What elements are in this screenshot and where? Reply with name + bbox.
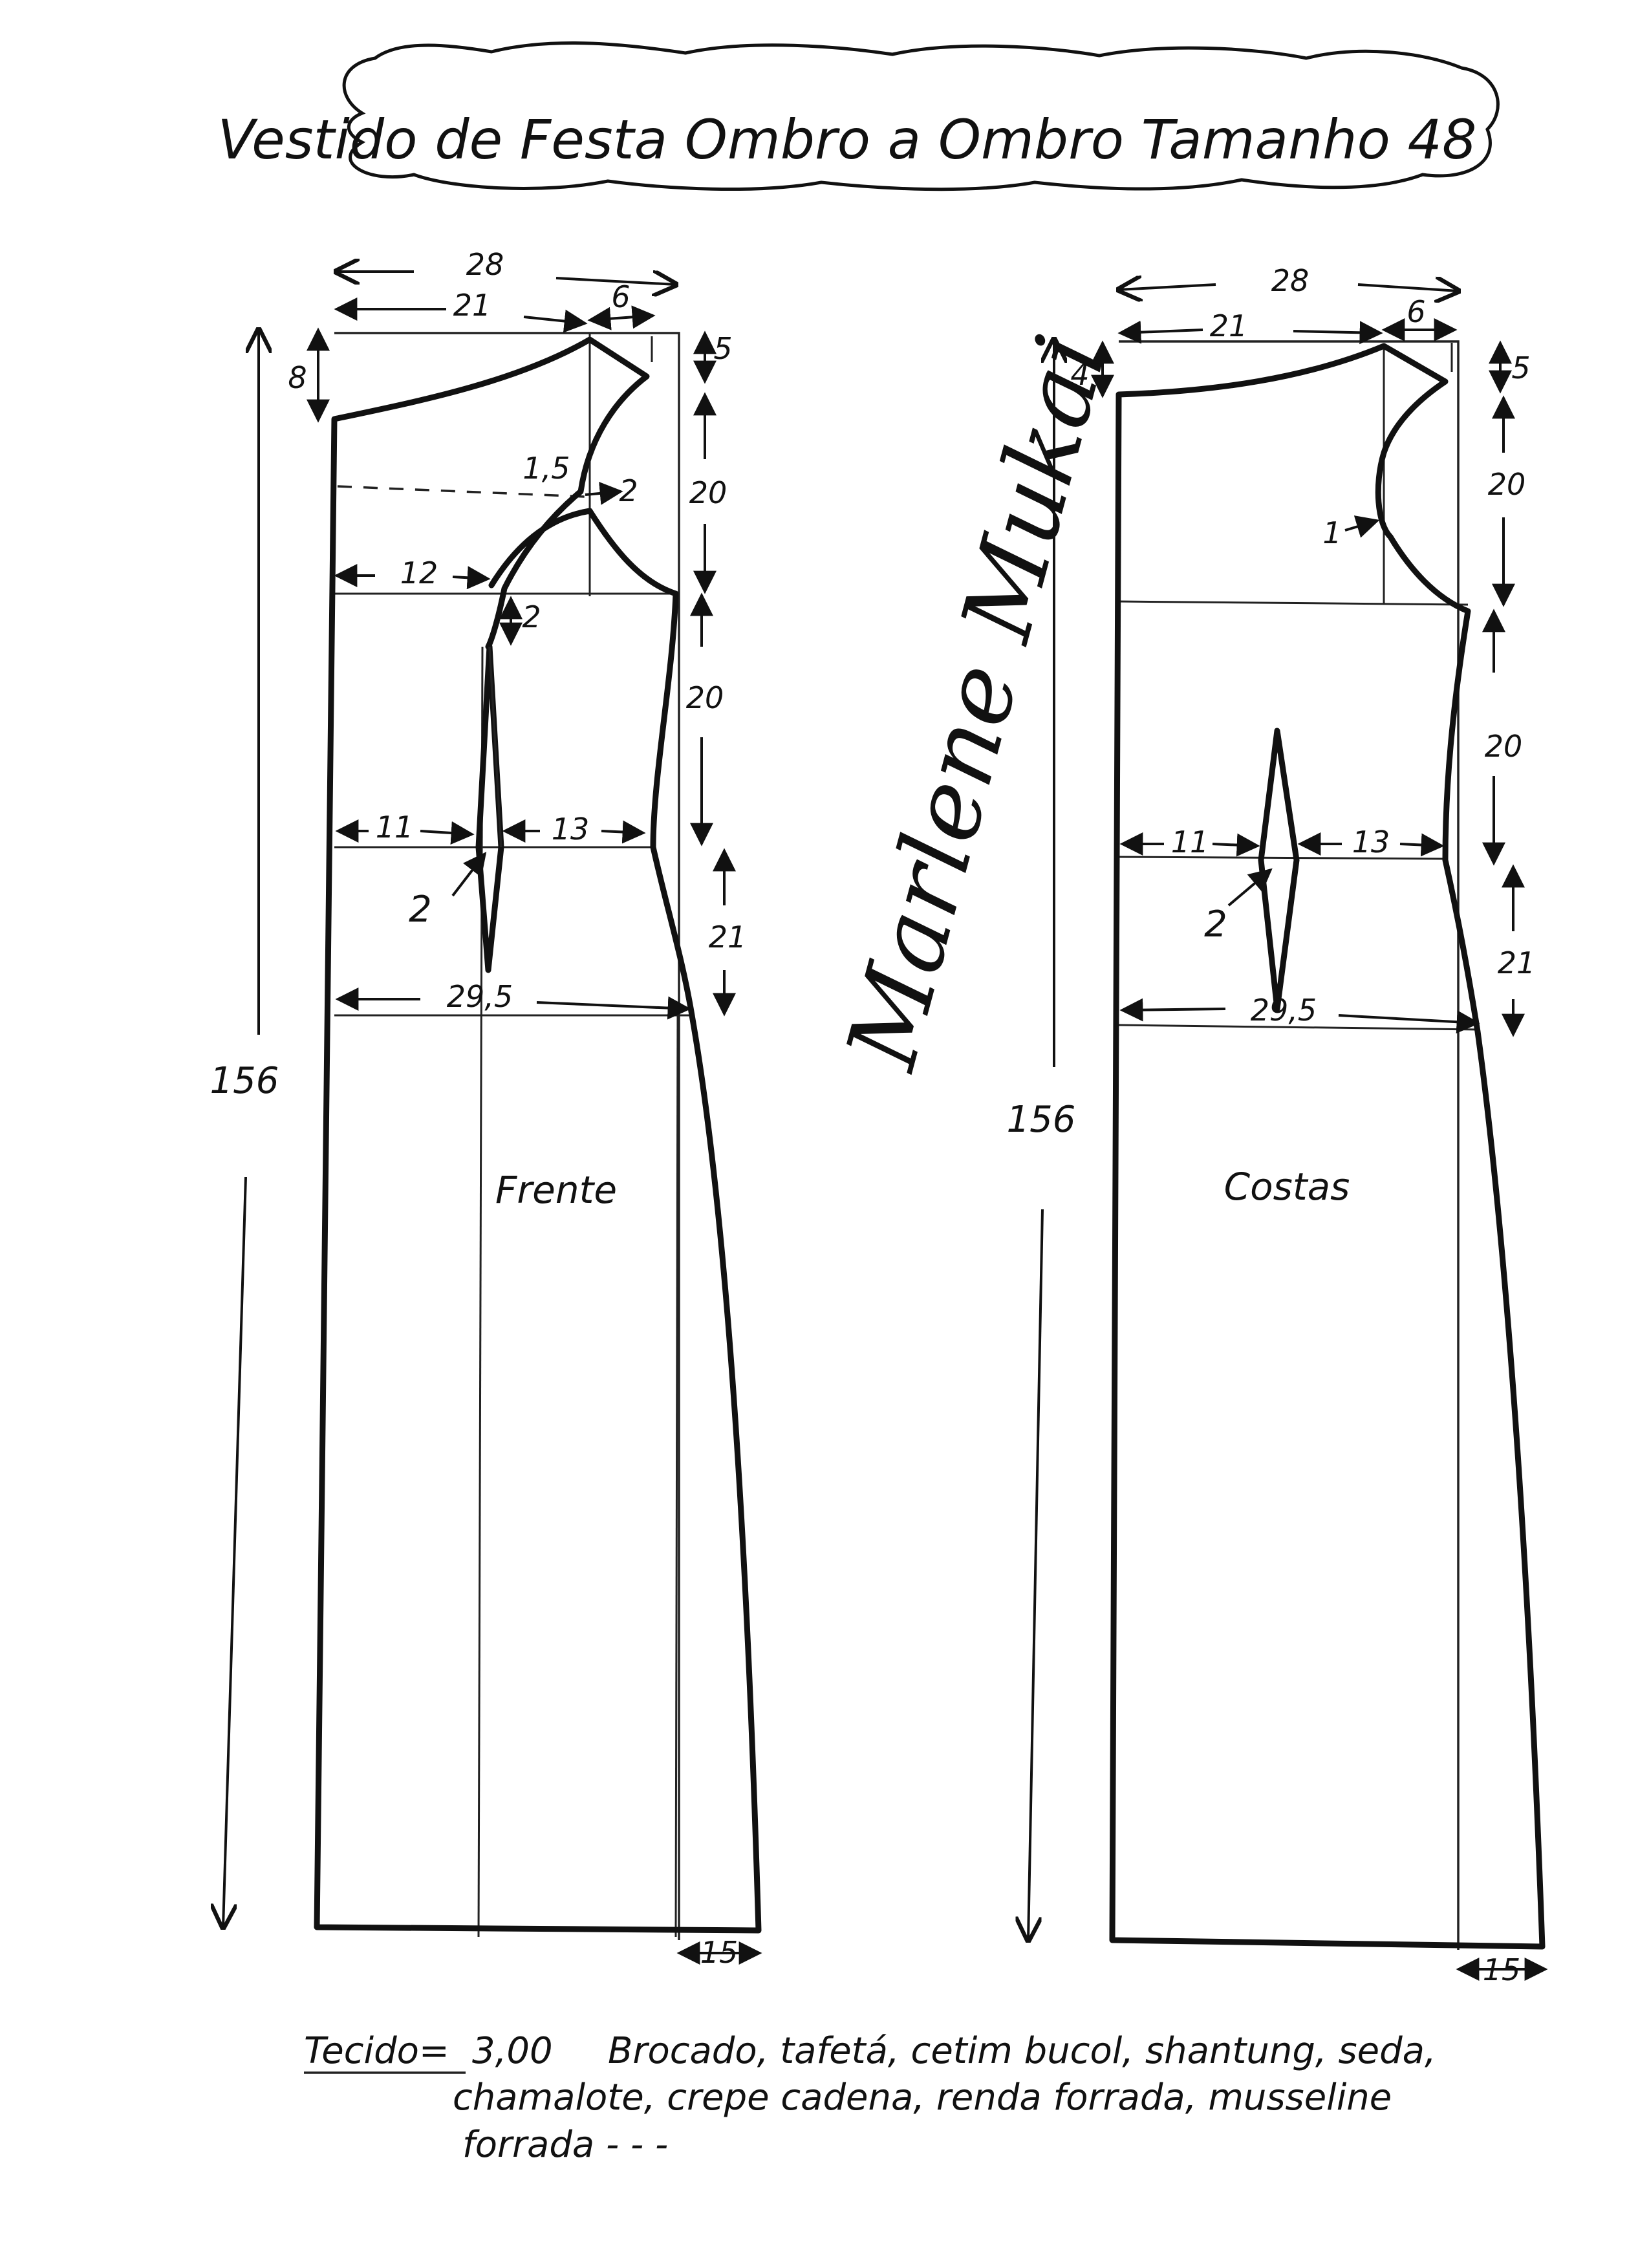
front-armhole-point-1: 1,5 xyxy=(523,451,570,486)
back-hip-length: 21 xyxy=(1498,945,1536,980)
back-piece-label: Costas xyxy=(1224,1165,1350,1209)
back-waist-line xyxy=(1118,856,1446,860)
back-armhole-depth: 20 xyxy=(1488,467,1526,502)
fabric-types-line-3: forrada - - - xyxy=(462,2124,668,2166)
svg-text:Marlene Mukai: Marlene Mukai xyxy=(825,324,1129,1081)
front-neck-drop: 8 xyxy=(288,360,307,395)
back-neck-drop: 4 xyxy=(1070,357,1089,392)
front-construction-frame xyxy=(334,332,680,1940)
back-construction-frame xyxy=(1119,340,1460,1950)
front-dart-width: 2 xyxy=(409,889,432,931)
fabric-types-line-2: chamalote, crepe cadena, renda forrada, … xyxy=(453,2077,1392,2119)
back-waist-right: 13 xyxy=(1352,825,1390,859)
page-title: Vestido de Festa Ombro a Ombro Tamanho 4… xyxy=(218,108,1477,171)
author-signature: Marlene Mukai xyxy=(825,324,1129,1081)
front-total-length: 156 xyxy=(210,1060,279,1102)
back-dart-width: 2 xyxy=(1204,903,1227,945)
front-dart-drop: 2 xyxy=(522,599,541,634)
back-waist-left: 11 xyxy=(1171,825,1209,859)
back-width-top: 28 xyxy=(1271,263,1310,298)
title-banner: Vestido de Festa Ombro a Ombro Tamanho 4… xyxy=(218,41,1500,191)
back-neck-width: 21 xyxy=(1210,308,1248,343)
back-pattern-piece: 28 21 6 4 5 20 1 20 11 13 2 21 29,5 xyxy=(1007,263,1548,1987)
front-waist-left: 11 xyxy=(376,810,414,845)
front-shoulder-drop: 5 xyxy=(713,331,732,366)
front-width-top: 28 xyxy=(466,247,504,282)
front-neck-width: 21 xyxy=(453,288,491,323)
back-hip-line xyxy=(1118,1024,1478,1031)
back-bust-line xyxy=(1118,600,1469,606)
back-hip-width: 29,5 xyxy=(1251,993,1317,1028)
front-dashed-line xyxy=(337,485,586,498)
back-armhole-point: 1 xyxy=(1322,515,1341,550)
front-hem-flare: 15 xyxy=(700,1935,738,1970)
front-bust-dart-position: 12 xyxy=(400,556,438,590)
front-hip-width: 29,5 xyxy=(447,979,513,1014)
front-armhole-depth: 20 xyxy=(689,475,727,510)
front-pattern-piece: 28 21 6 8 5 20 1,5 2 12 2 20 11 13 2 xyxy=(210,247,762,1970)
front-waist-length: 20 xyxy=(686,680,724,715)
back-hem-flare: 15 xyxy=(1483,1952,1521,1987)
fabric-amount: 3,00 xyxy=(472,2030,553,2072)
back-shoulder-width: 6 xyxy=(1406,294,1425,329)
fabric-notes: Tecido= 3,00 Brocado, tafetá, cetim buco… xyxy=(304,2030,1436,2166)
front-waist-right: 13 xyxy=(552,812,590,847)
front-piece-label: Frente xyxy=(495,1168,617,1212)
front-armhole-point-2: 2 xyxy=(619,473,638,508)
back-total-length: 156 xyxy=(1007,1099,1076,1141)
fabric-label: Tecido= xyxy=(304,2030,449,2072)
front-hip-length: 21 xyxy=(709,920,747,955)
back-shoulder-drop: 5 xyxy=(1511,351,1530,385)
fabric-types-line-1: Brocado, tafetá, cetim bucol, shantung, … xyxy=(608,2030,1436,2072)
back-waist-length: 20 xyxy=(1485,729,1523,764)
front-shoulder-width: 6 xyxy=(611,279,630,314)
